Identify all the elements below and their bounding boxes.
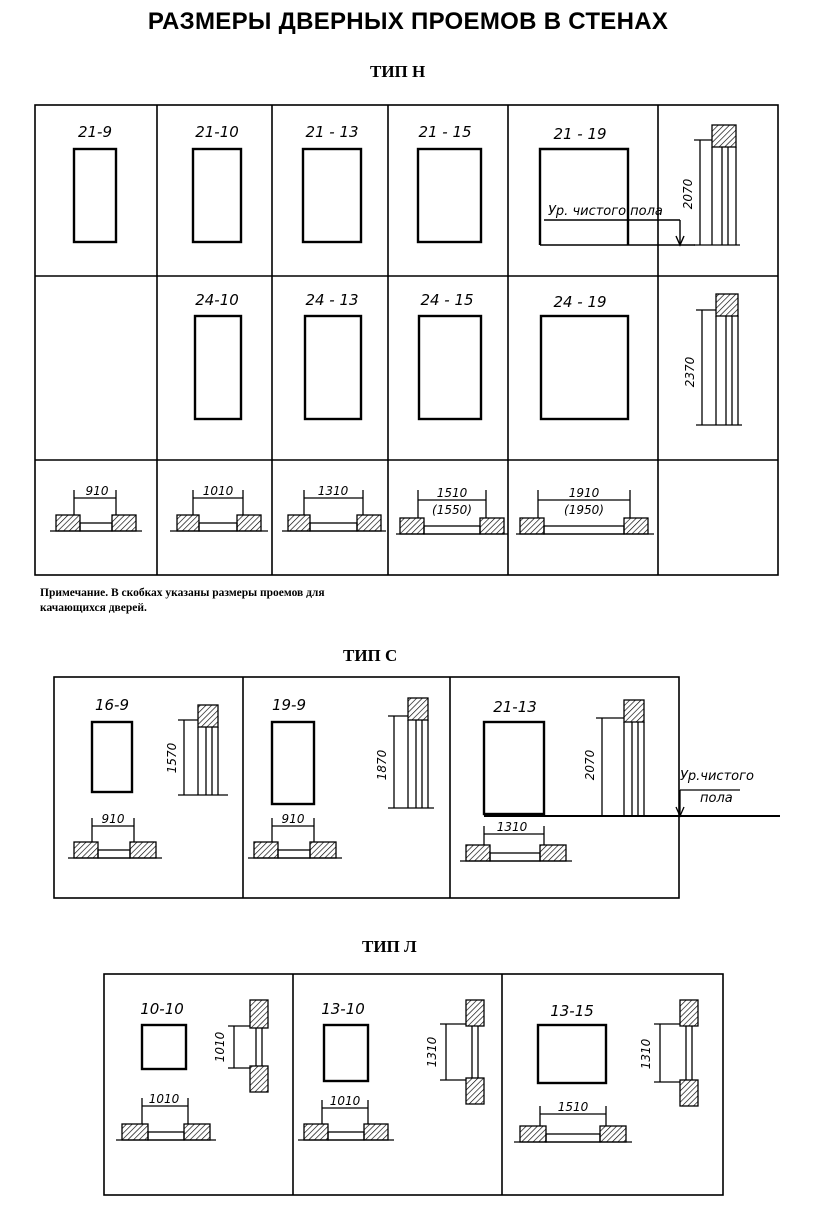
height-dim-2370: 2370	[683, 356, 697, 387]
type-h-label-21-19: 21 - 19	[553, 125, 606, 143]
swing-width-dim-1550: (1550)	[432, 503, 472, 517]
opening-21-19	[538, 147, 630, 245]
plan-l-1510	[514, 1106, 632, 1143]
wall-section-1010	[228, 999, 269, 1093]
width-dim-c-910-2: 910	[282, 812, 305, 826]
width-dim-l-1010-2: 1010	[330, 1094, 361, 1108]
opening-21-13	[301, 147, 363, 244]
height-dim-1310-1: 1310	[425, 1036, 439, 1067]
opening-16-9	[90, 720, 134, 794]
wall-section-1310-2	[654, 999, 699, 1107]
type-h-label-24-10: 24-10	[195, 291, 239, 309]
type-c-title: ТИП С	[343, 646, 398, 665]
type-l-title: ТИП Л	[362, 937, 417, 956]
type-h-label-21-13: 21 - 13	[305, 123, 358, 141]
type-h-label-24-13: 24 - 13	[305, 291, 358, 309]
plan-1310	[282, 490, 386, 532]
width-dim-1010: 1010	[203, 484, 234, 498]
note-line-2: качающихся дверей.	[40, 602, 147, 614]
type-c-label-21-13: 21-13	[493, 698, 537, 716]
wall-section-1570	[178, 704, 228, 796]
opening-19-9	[270, 720, 316, 806]
wall-section-2070-c	[596, 699, 645, 816]
type-l-label-13-15: 13-15	[550, 1002, 594, 1020]
type-h-table	[34, 104, 779, 576]
note-line-1: Примечание. В скобках указаны размеры пр…	[40, 587, 325, 599]
floor-level-label: Ур. чистого пола	[548, 204, 663, 219]
height-dim-1010: 1010	[213, 1031, 227, 1062]
width-dim-c-1310: 1310	[497, 820, 528, 834]
height-dim-1870: 1870	[375, 749, 389, 780]
plan-910	[50, 490, 142, 532]
type-l-table	[103, 973, 724, 1196]
opening-21-13-c	[482, 720, 546, 816]
floor-level-label-c-2: пола	[700, 791, 733, 806]
plan-1510	[396, 490, 508, 535]
wall-section-2370	[696, 293, 742, 426]
wall-section-2070	[694, 124, 740, 246]
type-c-table	[53, 676, 680, 899]
type-h-title: ТИП Н	[370, 62, 426, 81]
plan-1910	[516, 490, 654, 535]
width-dim-l-1010-1: 1010	[149, 1092, 180, 1106]
plan-c-910-2	[248, 818, 342, 859]
floor-level-marker-c	[675, 789, 740, 818]
plan-l-1010-1	[116, 1098, 216, 1141]
width-dim-1910: 1910	[569, 486, 600, 500]
type-h-label-24-19: 24 - 19	[553, 293, 606, 311]
type-c-label-19-9: 19-9	[272, 696, 306, 714]
opening-21-10	[191, 147, 243, 244]
height-dim-1570: 1570	[165, 742, 179, 773]
floor-level-marker	[540, 219, 695, 247]
opening-13-10	[322, 1023, 370, 1083]
height-dim-2070-c: 2070	[583, 749, 597, 780]
page-title: РАЗМЕРЫ ДВЕРНЫХ ПРОЕМОВ В СТЕНАХ	[147, 8, 669, 35]
plan-1010	[170, 490, 268, 532]
type-c-label-16-9: 16-9	[95, 696, 129, 714]
plan-c-1310	[460, 826, 572, 862]
opening-10-10	[140, 1023, 188, 1071]
floor-level-label-c-1: Ур.чистого	[680, 769, 754, 784]
width-dim-910: 910	[86, 484, 109, 498]
swing-width-dim-1950: (1950)	[564, 503, 604, 517]
wall-section-1310-1	[440, 999, 485, 1105]
width-dim-1510: 1510	[437, 486, 468, 500]
type-h-label-24-15: 24 - 15	[420, 291, 473, 309]
height-dim-2070: 2070	[681, 178, 695, 209]
width-dim-l-1510: 1510	[558, 1100, 589, 1114]
plan-c-910-1	[68, 818, 162, 859]
type-h-label-21-15: 21 - 15	[418, 123, 471, 141]
opening-24-15	[417, 314, 483, 421]
opening-21-15	[416, 147, 483, 244]
height-dim-1310-2: 1310	[639, 1038, 653, 1069]
type-l-label-10-10: 10-10	[140, 1000, 184, 1018]
type-l-label-13-10: 13-10	[321, 1000, 365, 1018]
note: Примечание. В скобках указаны размеры пр…	[40, 586, 440, 616]
plan-l-1010-2	[298, 1100, 394, 1141]
type-h-label-21-10: 21-10	[195, 123, 239, 141]
opening-24-10	[193, 314, 243, 421]
opening-24-19	[539, 314, 630, 421]
width-dim-1310: 1310	[318, 484, 349, 498]
width-dim-c-910-1: 910	[102, 812, 125, 826]
opening-21-9	[72, 147, 118, 244]
opening-13-15	[536, 1023, 608, 1085]
wall-section-1870	[388, 697, 434, 809]
opening-24-13	[303, 314, 363, 421]
type-h-label-21-9: 21-9	[78, 123, 112, 141]
